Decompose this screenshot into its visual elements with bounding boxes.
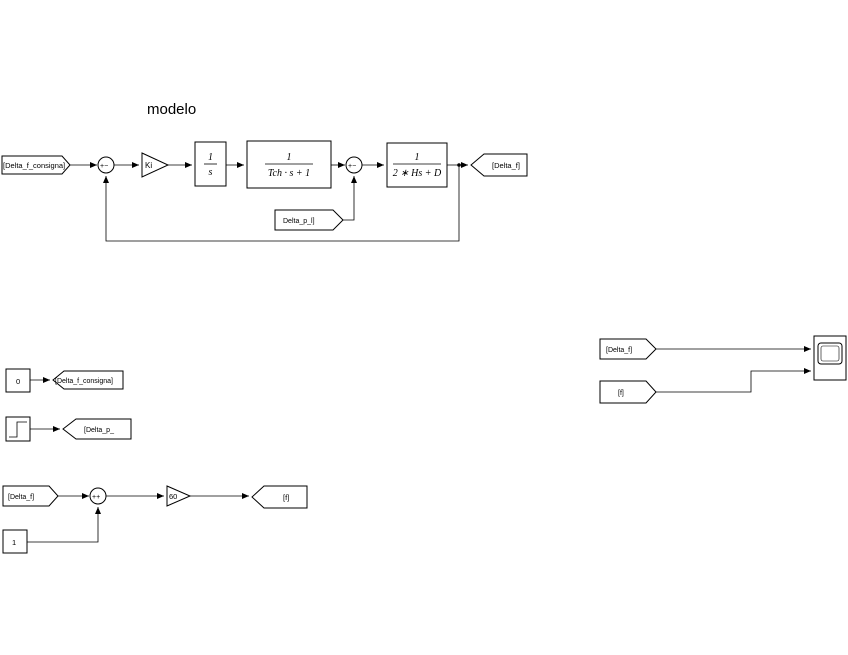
constant-one-block[interactable]: 1: [2, 529, 28, 554]
goto-load-tag: [Delta_p_: [84, 427, 114, 434]
goto-delta-f-block[interactable]: [Delta_f]: [470, 153, 528, 177]
goto-delta-f-tag: [Delta_f]: [492, 161, 520, 170]
from-setpoint-tag: [Delta_f_consigna]: [3, 161, 65, 170]
constant-zero-value: 0: [16, 377, 20, 386]
step-block[interactable]: [5, 416, 31, 442]
sum-conv-signs: ++: [92, 494, 100, 501]
integrator-block[interactable]: 1 s: [194, 141, 227, 187]
scope-block[interactable]: [813, 335, 847, 381]
from-setpoint-block[interactable]: [Delta_f_consigna]: [1, 155, 71, 175]
sum1-signs: +−: [100, 163, 108, 170]
from-delta-f-conv-tag: [Delta_f]: [8, 494, 34, 501]
sum-block-2[interactable]: +−: [345, 156, 363, 174]
sum-conv-block[interactable]: ++: [89, 487, 107, 505]
turbine-transfer-fcn[interactable]: 1 Tch · s + 1: [246, 140, 332, 189]
from-delta-f-scope-block[interactable]: [Delta_f]: [599, 338, 657, 360]
turbine-tf-den: Tch · s + 1: [268, 168, 310, 179]
gain-ki-label: Ki: [145, 161, 152, 170]
from-f-scope-tag: [f]: [618, 390, 624, 397]
goto-load-block[interactable]: [Delta_p_: [62, 418, 132, 440]
from-load-tag: Delta_p_l]: [283, 218, 315, 225]
sum-block-1[interactable]: +−: [97, 156, 115, 174]
constant-zero-block[interactable]: 0: [5, 368, 31, 393]
goto-setpoint-tag: [Delta_f_consigna]: [55, 378, 113, 385]
step-icon: [9, 421, 27, 438]
scope-screen-icon: [817, 342, 843, 365]
from-delta-f-conv-block[interactable]: [Delta_f]: [2, 485, 59, 507]
inertia-tf-den: 2 ∗ Hs + D: [393, 168, 442, 179]
gain-60-value: 60: [169, 492, 177, 501]
goto-f-tag: [f]: [283, 493, 289, 502]
inertia-transfer-fcn[interactable]: 1 2 ∗ Hs + D: [386, 142, 448, 188]
feedback-line: [103, 165, 460, 242]
integrator-den: s: [209, 167, 213, 178]
sum2-signs: +−: [348, 163, 356, 170]
gain-ki-block[interactable]: Ki: [141, 152, 170, 178]
diagram-title: modelo: [147, 101, 196, 118]
gain-60-block[interactable]: 60: [166, 485, 192, 507]
integrator-num: 1: [208, 152, 213, 163]
from-delta-f-scope-tag: [Delta_f]: [606, 347, 632, 354]
constant-one-value: 1: [12, 538, 16, 547]
turbine-tf-num: 1: [287, 152, 292, 163]
from-f-scope-block[interactable]: [f]: [599, 380, 657, 404]
inertia-tf-num: 1: [415, 152, 420, 163]
goto-f-block[interactable]: [f]: [251, 485, 308, 509]
goto-setpoint-block[interactable]: [Delta_f_consigna]: [52, 370, 124, 390]
from-load-block[interactable]: Delta_p_l]: [274, 209, 344, 231]
